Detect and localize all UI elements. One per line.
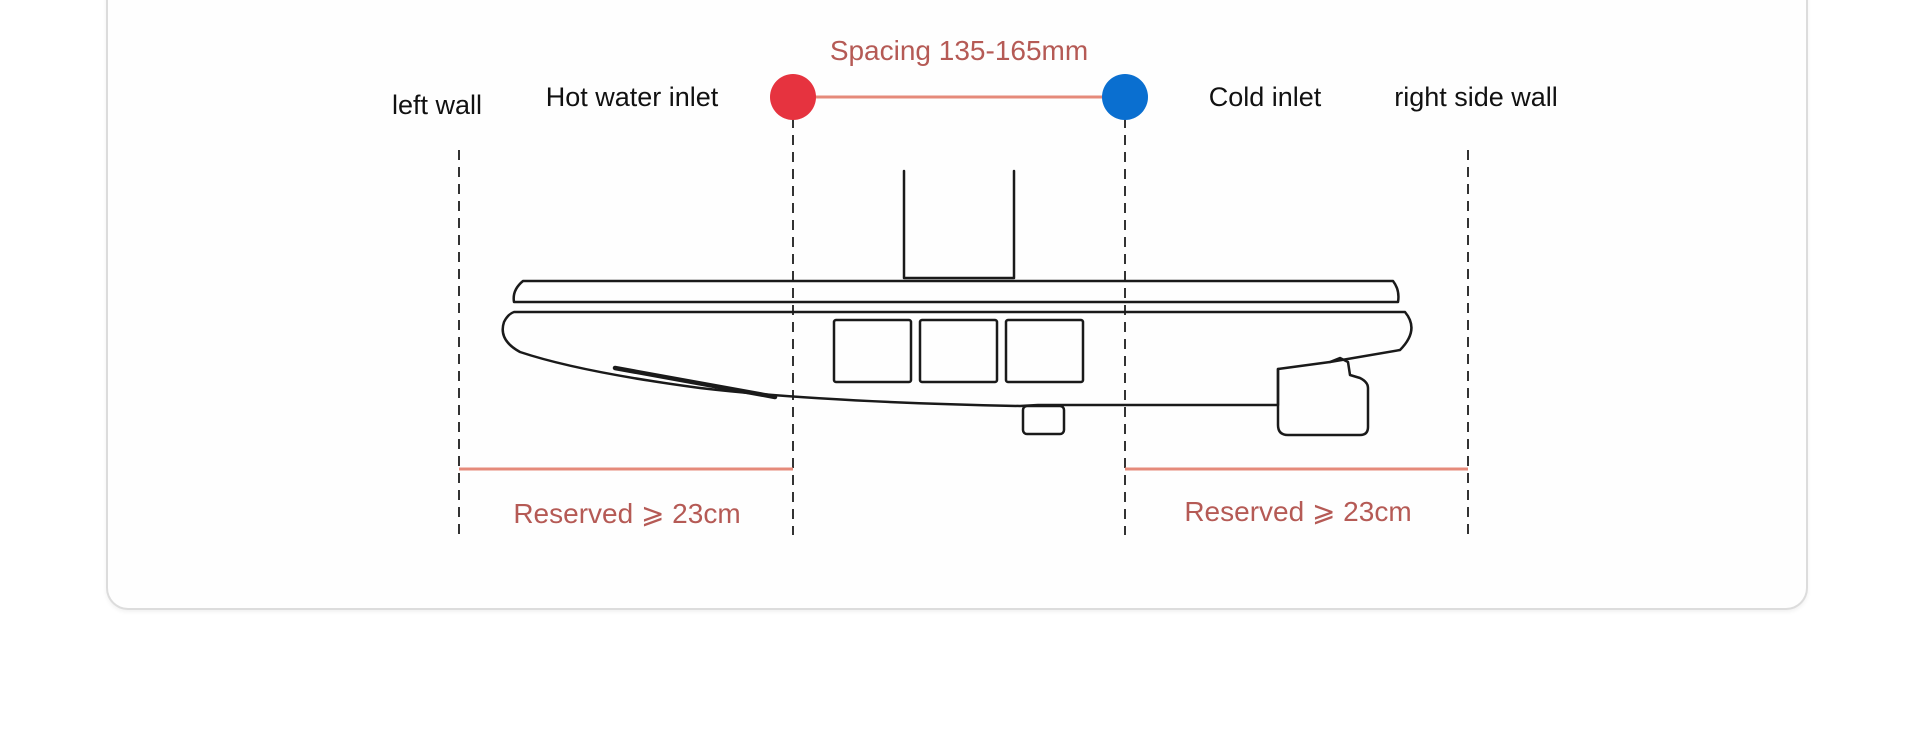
bidet-seat-outline	[501, 169, 1413, 437]
spacing-label: Spacing 135-165mm	[830, 35, 1088, 66]
hot-water-inlet-dot	[770, 74, 816, 120]
right-side-wall-label: right side wall	[1394, 82, 1558, 112]
reserved-right-label: Reserved ⩾ 23cm	[1184, 496, 1411, 527]
cold-inlet-label: Cold inlet	[1209, 82, 1322, 112]
left-wall-label: left wall	[392, 90, 482, 120]
hot-water-inlet-label: Hot water inlet	[546, 82, 719, 112]
cold-water-inlet-dot	[1102, 74, 1148, 120]
reserved-left-label: Reserved ⩾ 23cm	[513, 498, 740, 529]
diagram-card	[106, 0, 1808, 610]
